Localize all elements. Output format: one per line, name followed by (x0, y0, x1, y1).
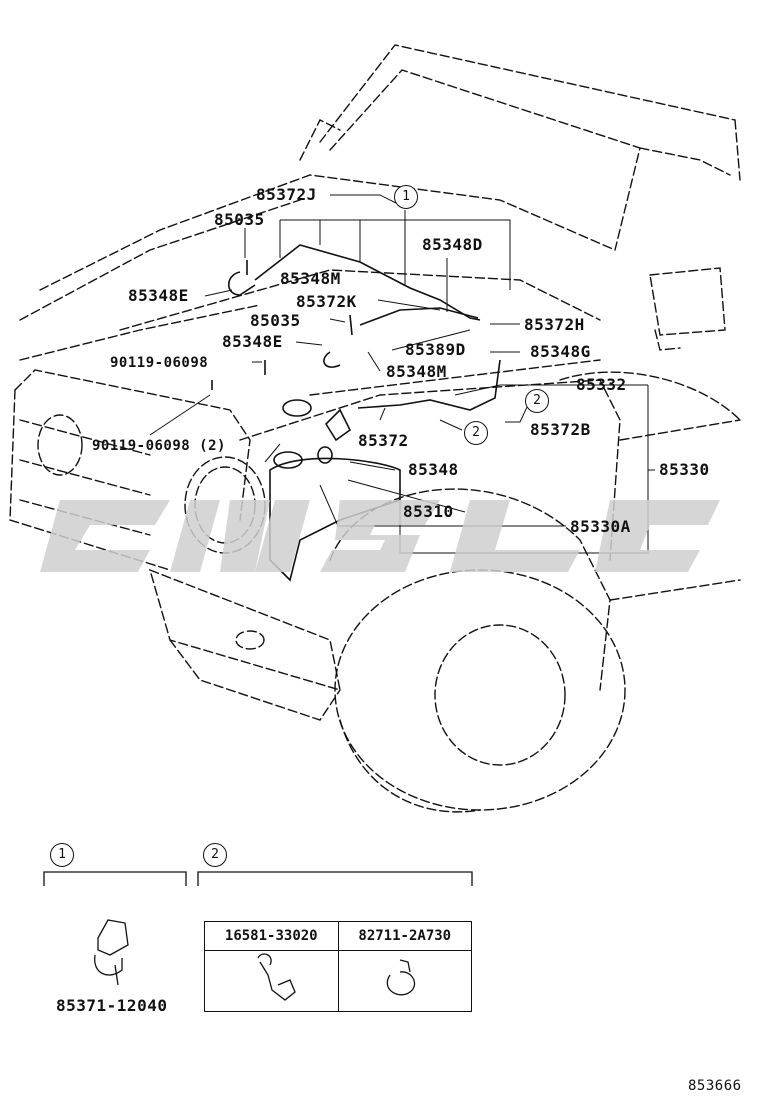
table-image-cell (204, 950, 339, 1012)
label-85372H: 85372H (524, 315, 585, 334)
legend-group-2-table: 16581-33020 82711-2A730 (204, 921, 472, 1012)
label-85348D: 85348D (422, 235, 483, 254)
label-85310: 85310 (403, 502, 454, 521)
legend-group-1-part-number: 85371-12040 (56, 996, 168, 1015)
label-85372B: 85372B (530, 420, 591, 439)
callout-2-marker-left: 2 (464, 421, 488, 445)
label-85372J: 85372J (256, 185, 317, 204)
label-85372: 85372 (358, 431, 409, 450)
label-85348M-lower: 85348M (386, 362, 447, 381)
label-85330A: 85330A (570, 517, 631, 536)
callout-2-marker-right: 2 (525, 389, 549, 413)
label-85035-upper: 85035 (214, 210, 265, 229)
label-85332: 85332 (576, 375, 627, 394)
label-85035-lower: 85035 (250, 311, 301, 330)
table-image-cell (337, 950, 472, 1012)
label-85348E-lower: 85348E (222, 332, 283, 351)
table-header-cell: 16581-33020 (204, 921, 339, 951)
label-90119-06098-qty2: 90119-06098 (2) (92, 438, 226, 454)
label-85330: 85330 (659, 460, 710, 479)
legend-group-1-marker: 1 (50, 843, 74, 867)
legend-group-2-marker: 2 (203, 843, 227, 867)
table-header-cell: 82711-2A730 (337, 921, 472, 951)
label-85372K: 85372K (296, 292, 357, 311)
label-85348M-upper: 85348M (280, 269, 341, 288)
label-90119-06098: 90119-06098 (110, 355, 209, 371)
label-85389D: 85389D (405, 340, 466, 359)
label-85348G: 85348G (530, 342, 591, 361)
watermark-logo (40, 500, 720, 572)
label-85348E-upper: 85348E (128, 286, 189, 305)
drawing-code: 853666 (688, 1078, 742, 1094)
label-85348: 85348 (408, 460, 459, 479)
callout-1-marker: 1 (394, 185, 418, 209)
